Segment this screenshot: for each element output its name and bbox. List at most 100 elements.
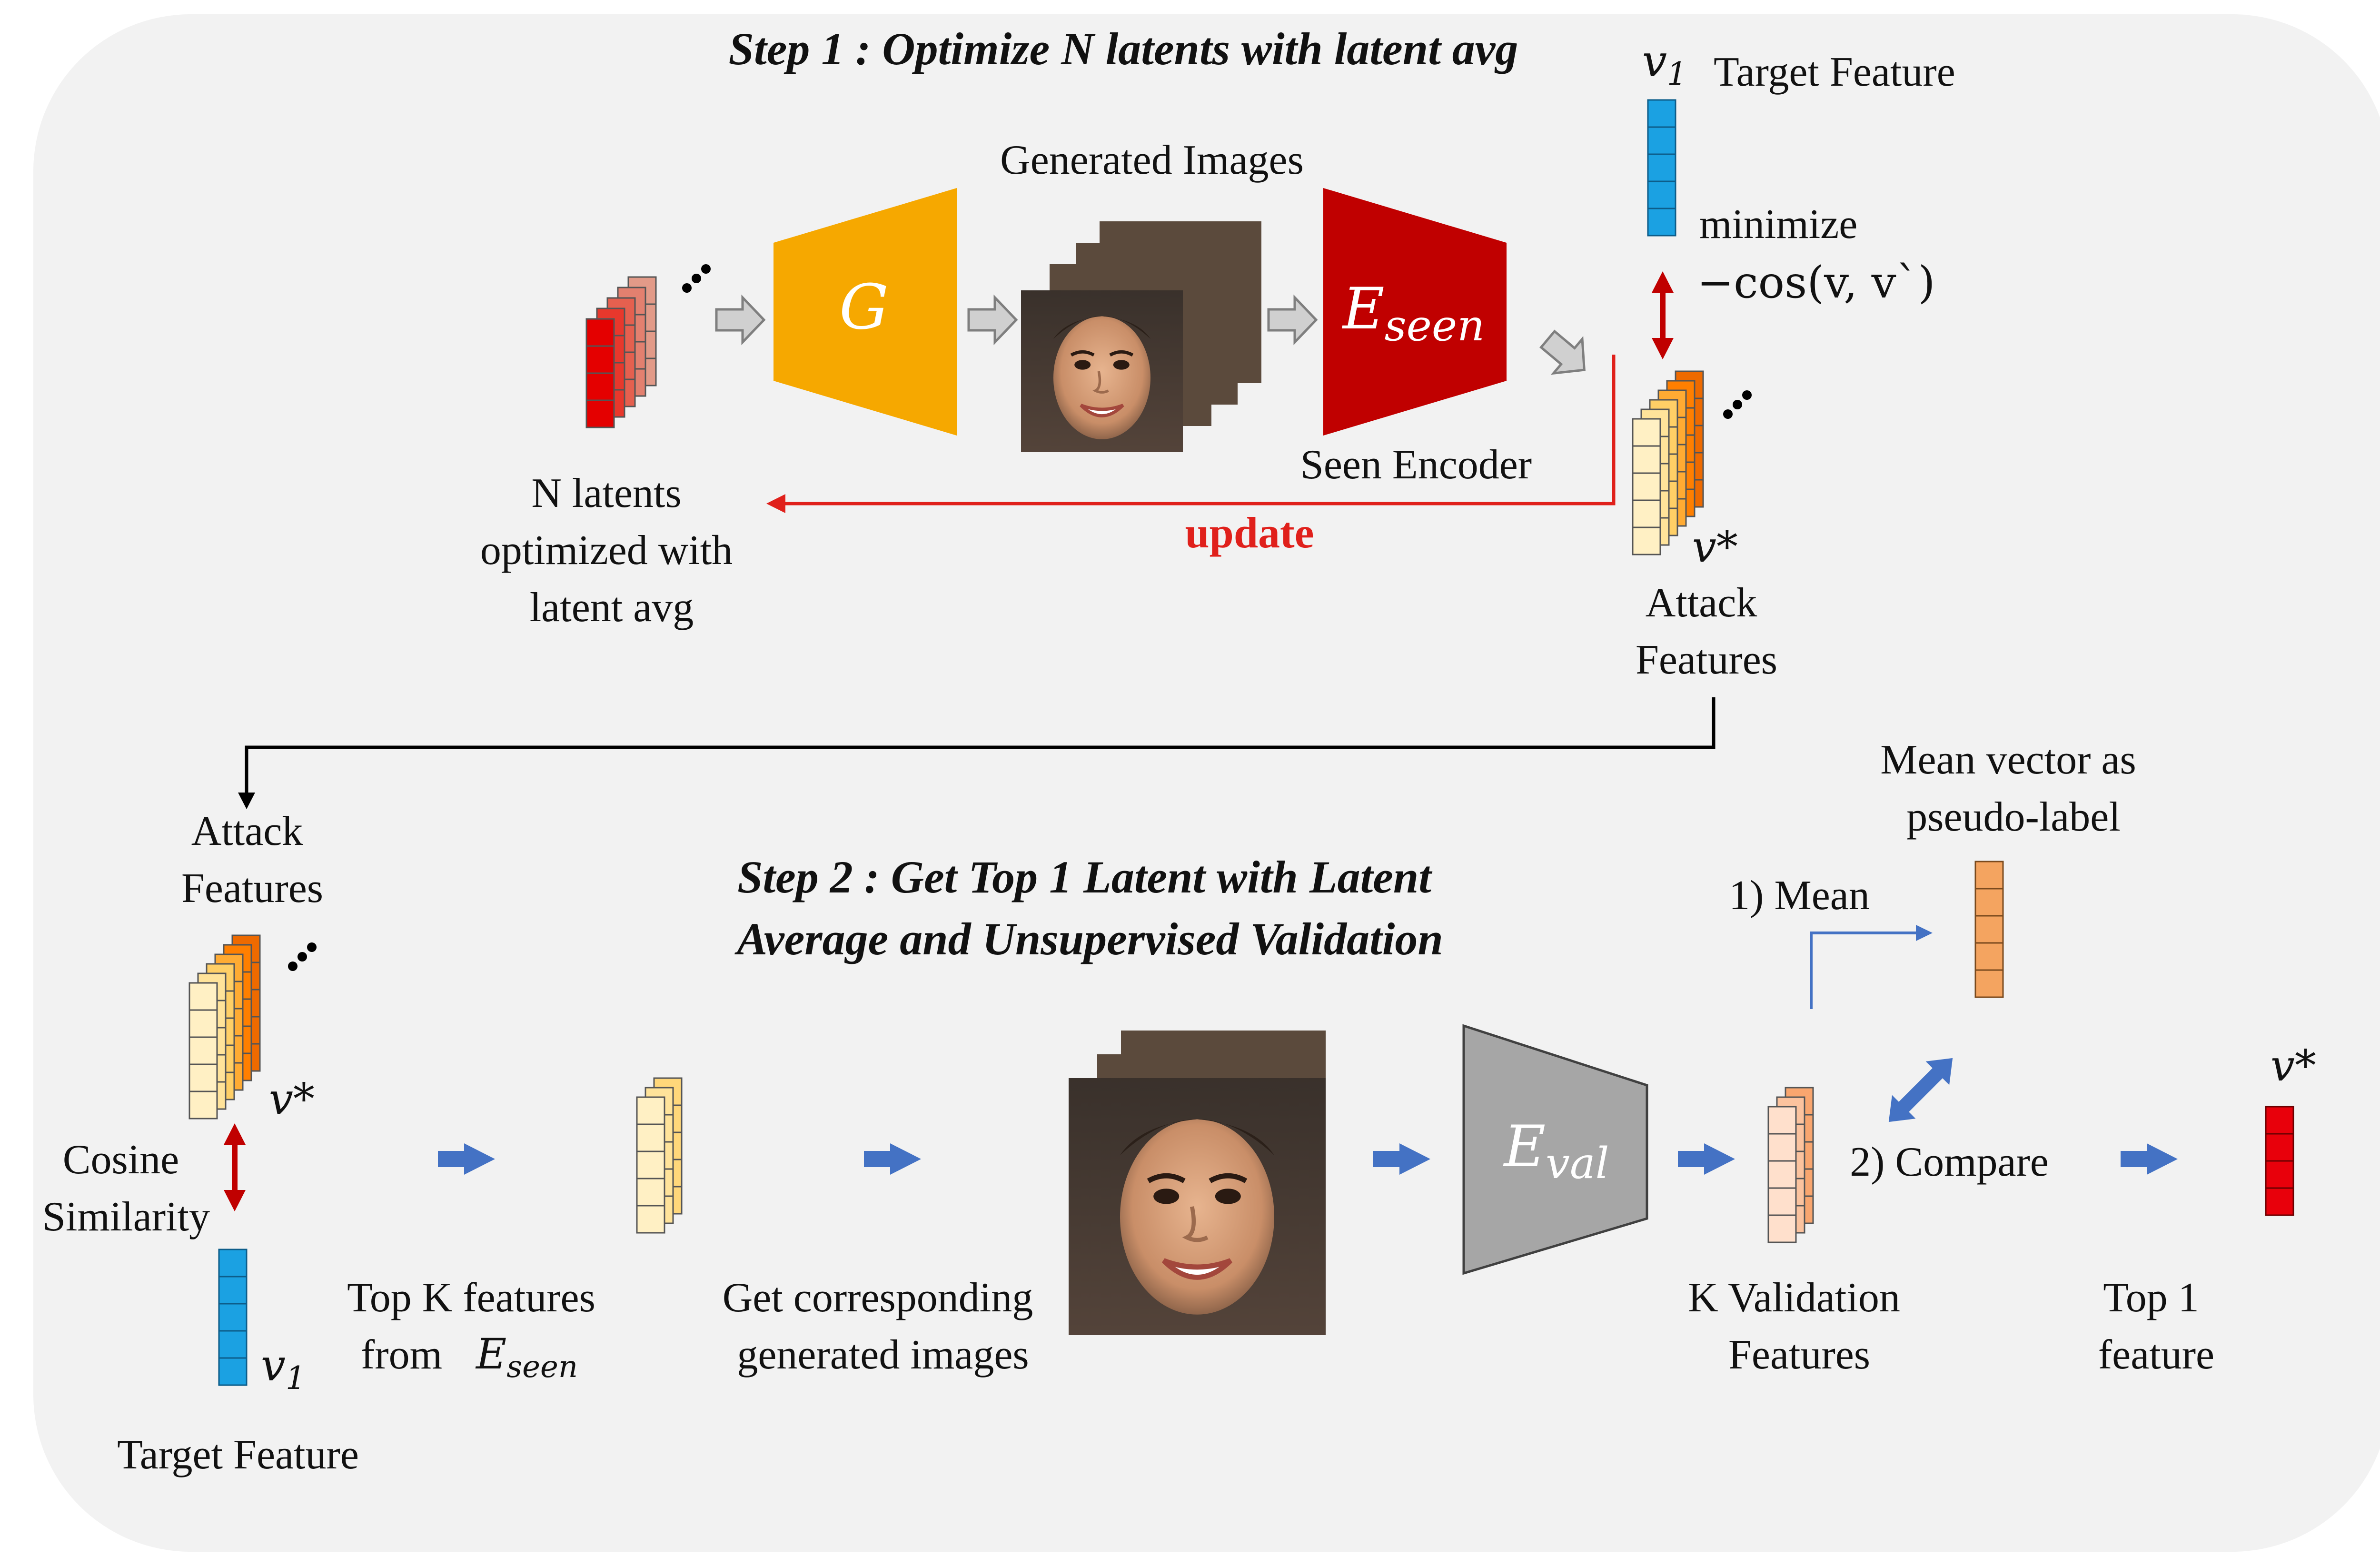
val-encoder-block: [1462, 1024, 1648, 1275]
feature-cell: [585, 372, 615, 401]
feature-cell: [1767, 1187, 1797, 1216]
feature-cell: [218, 1303, 248, 1332]
feature-cell: [1767, 1106, 1797, 1135]
feature-cell: [2265, 1160, 2294, 1189]
feature-cell: [218, 1276, 248, 1305]
cosine-similarity-label: Cosine Similarity: [42, 1137, 210, 1240]
ellipsis-dot: [701, 264, 711, 274]
feature-cell: [1632, 472, 1661, 501]
k-validation-features-stack: [1767, 1087, 1814, 1243]
mean-arrowhead: [1916, 925, 1933, 941]
feature-cell: [1974, 888, 2004, 917]
target-feature-label: Target Feature: [1714, 49, 1955, 95]
feature-cell: [1647, 99, 1676, 128]
gray-arrow-icon: [967, 294, 1018, 346]
target-feature-vector: [1647, 99, 1676, 237]
mean-vector-feature: [1974, 861, 2004, 998]
feature-cell: [1632, 526, 1661, 555]
compare-double-arrow: [1888, 1058, 1953, 1122]
feature-cell: [1767, 1133, 1797, 1162]
blue-arrow-icon: [1678, 1143, 1735, 1175]
cosine-double-arrow: [1652, 271, 1674, 359]
feature-cell: [1974, 861, 2004, 890]
seen-encoder-label: Seen Encoder: [1300, 442, 1532, 488]
generator-symbol: G: [839, 271, 889, 343]
feature-cell: [1974, 915, 2004, 944]
step1-title: Step 1 : Optimize N latents with latent …: [729, 23, 1518, 74]
compare-label: 2) Compare: [1850, 1139, 2049, 1185]
feature-cell: [218, 1249, 248, 1278]
blue-arrow-icon: [438, 1143, 495, 1175]
top1-symbol: v*: [2271, 1041, 2316, 1091]
top-k-source-label: from: [361, 1332, 442, 1378]
minimize-label: minimize: [1699, 201, 1857, 248]
target-feature-symbol: v1: [261, 1340, 306, 1397]
k-validation-features-label: K Validation Features: [1688, 1275, 1911, 1378]
feature-cell: [188, 982, 218, 1011]
feature-cell: [2265, 1187, 2294, 1216]
feature-cell: [188, 1063, 218, 1092]
feature-cell: [1647, 126, 1676, 155]
ellipsis-dot: [1723, 409, 1733, 419]
feature-cell: [1974, 942, 2004, 971]
ellipsis-dot: [298, 952, 307, 961]
feature-cell: [585, 345, 615, 374]
attack-features-stack: [1632, 370, 1704, 555]
feature-cell: [1632, 418, 1661, 447]
feature-cell: [218, 1357, 248, 1386]
target-feature-symbol: v1: [1642, 36, 1687, 92]
update-label: update: [1185, 508, 1314, 557]
feature-cell: [1767, 1214, 1797, 1243]
ellipsis-dot: [307, 942, 317, 952]
seen-encoder-symbol: Eseen: [1342, 276, 1485, 351]
step-connector-arrow: [245, 697, 1716, 802]
n-latents-label: N latents optimized with latent avg: [480, 470, 743, 631]
attack-features-label: Attack Features: [1636, 580, 1777, 683]
feature-cell: [188, 1036, 218, 1065]
corresponding-images-label: Get corresponding generated images: [723, 1275, 1043, 1378]
target-feature-vector: [218, 1249, 248, 1386]
mean-step-label: 1) Mean: [1729, 872, 1870, 919]
loss-label: −cos(v, v`): [1697, 257, 1935, 308]
feature-cell: [585, 399, 615, 428]
gray-arrow-icon: [1539, 329, 1586, 375]
blue-arrow-icon: [2121, 1143, 2178, 1175]
feature-cell: [585, 318, 615, 347]
attack-features-stack: [188, 934, 261, 1120]
feature-cell: [1647, 208, 1676, 237]
feature-cell: [1632, 499, 1661, 528]
feature-cell: [636, 1178, 665, 1207]
cosine-double-arrow: [224, 1123, 246, 1211]
generated-images-label: Generated Images: [1000, 137, 1304, 183]
n-latents-stack: [585, 276, 657, 428]
update-arrow: [773, 355, 1616, 506]
top1-feature-vector: [2265, 1106, 2294, 1216]
top-k-source-symbol: Eseen: [475, 1329, 578, 1385]
generator-block: [774, 188, 957, 436]
feature-cell: [636, 1123, 665, 1152]
ellipsis-dot: [1742, 390, 1752, 400]
ellipsis-dot: [1733, 400, 1742, 409]
val-encoder-symbol: Eval: [1503, 1114, 1609, 1189]
feature-cell: [1632, 445, 1661, 474]
attack-feature-symbol: v*: [269, 1074, 315, 1124]
mean-vector-label: Mean vector as pseudo-label: [1880, 737, 2147, 840]
gray-arrow-icon: [715, 294, 766, 346]
feature-cell: [1647, 153, 1676, 182]
step2-title: Step 2 : Get Top 1 Latent with Latent Av…: [734, 852, 1443, 964]
feature-cell: [636, 1205, 665, 1234]
attack-feature-symbol: v*: [1692, 522, 1738, 572]
feature-cell: [636, 1150, 665, 1179]
ellipsis-dot: [288, 961, 298, 971]
feature-cell: [1647, 180, 1676, 209]
feature-cell: [188, 1009, 218, 1038]
top-k-features-stack: [636, 1077, 683, 1234]
feature-cell: [636, 1096, 665, 1125]
gray-arrow-icon: [1267, 294, 1318, 346]
feature-cell: [218, 1330, 248, 1359]
feature-cell: [2265, 1133, 2294, 1162]
target-feature-label: Target Feature: [117, 1432, 359, 1478]
top-k-features-label: Top K features: [347, 1275, 595, 1321]
feature-cell: [1767, 1160, 1797, 1189]
